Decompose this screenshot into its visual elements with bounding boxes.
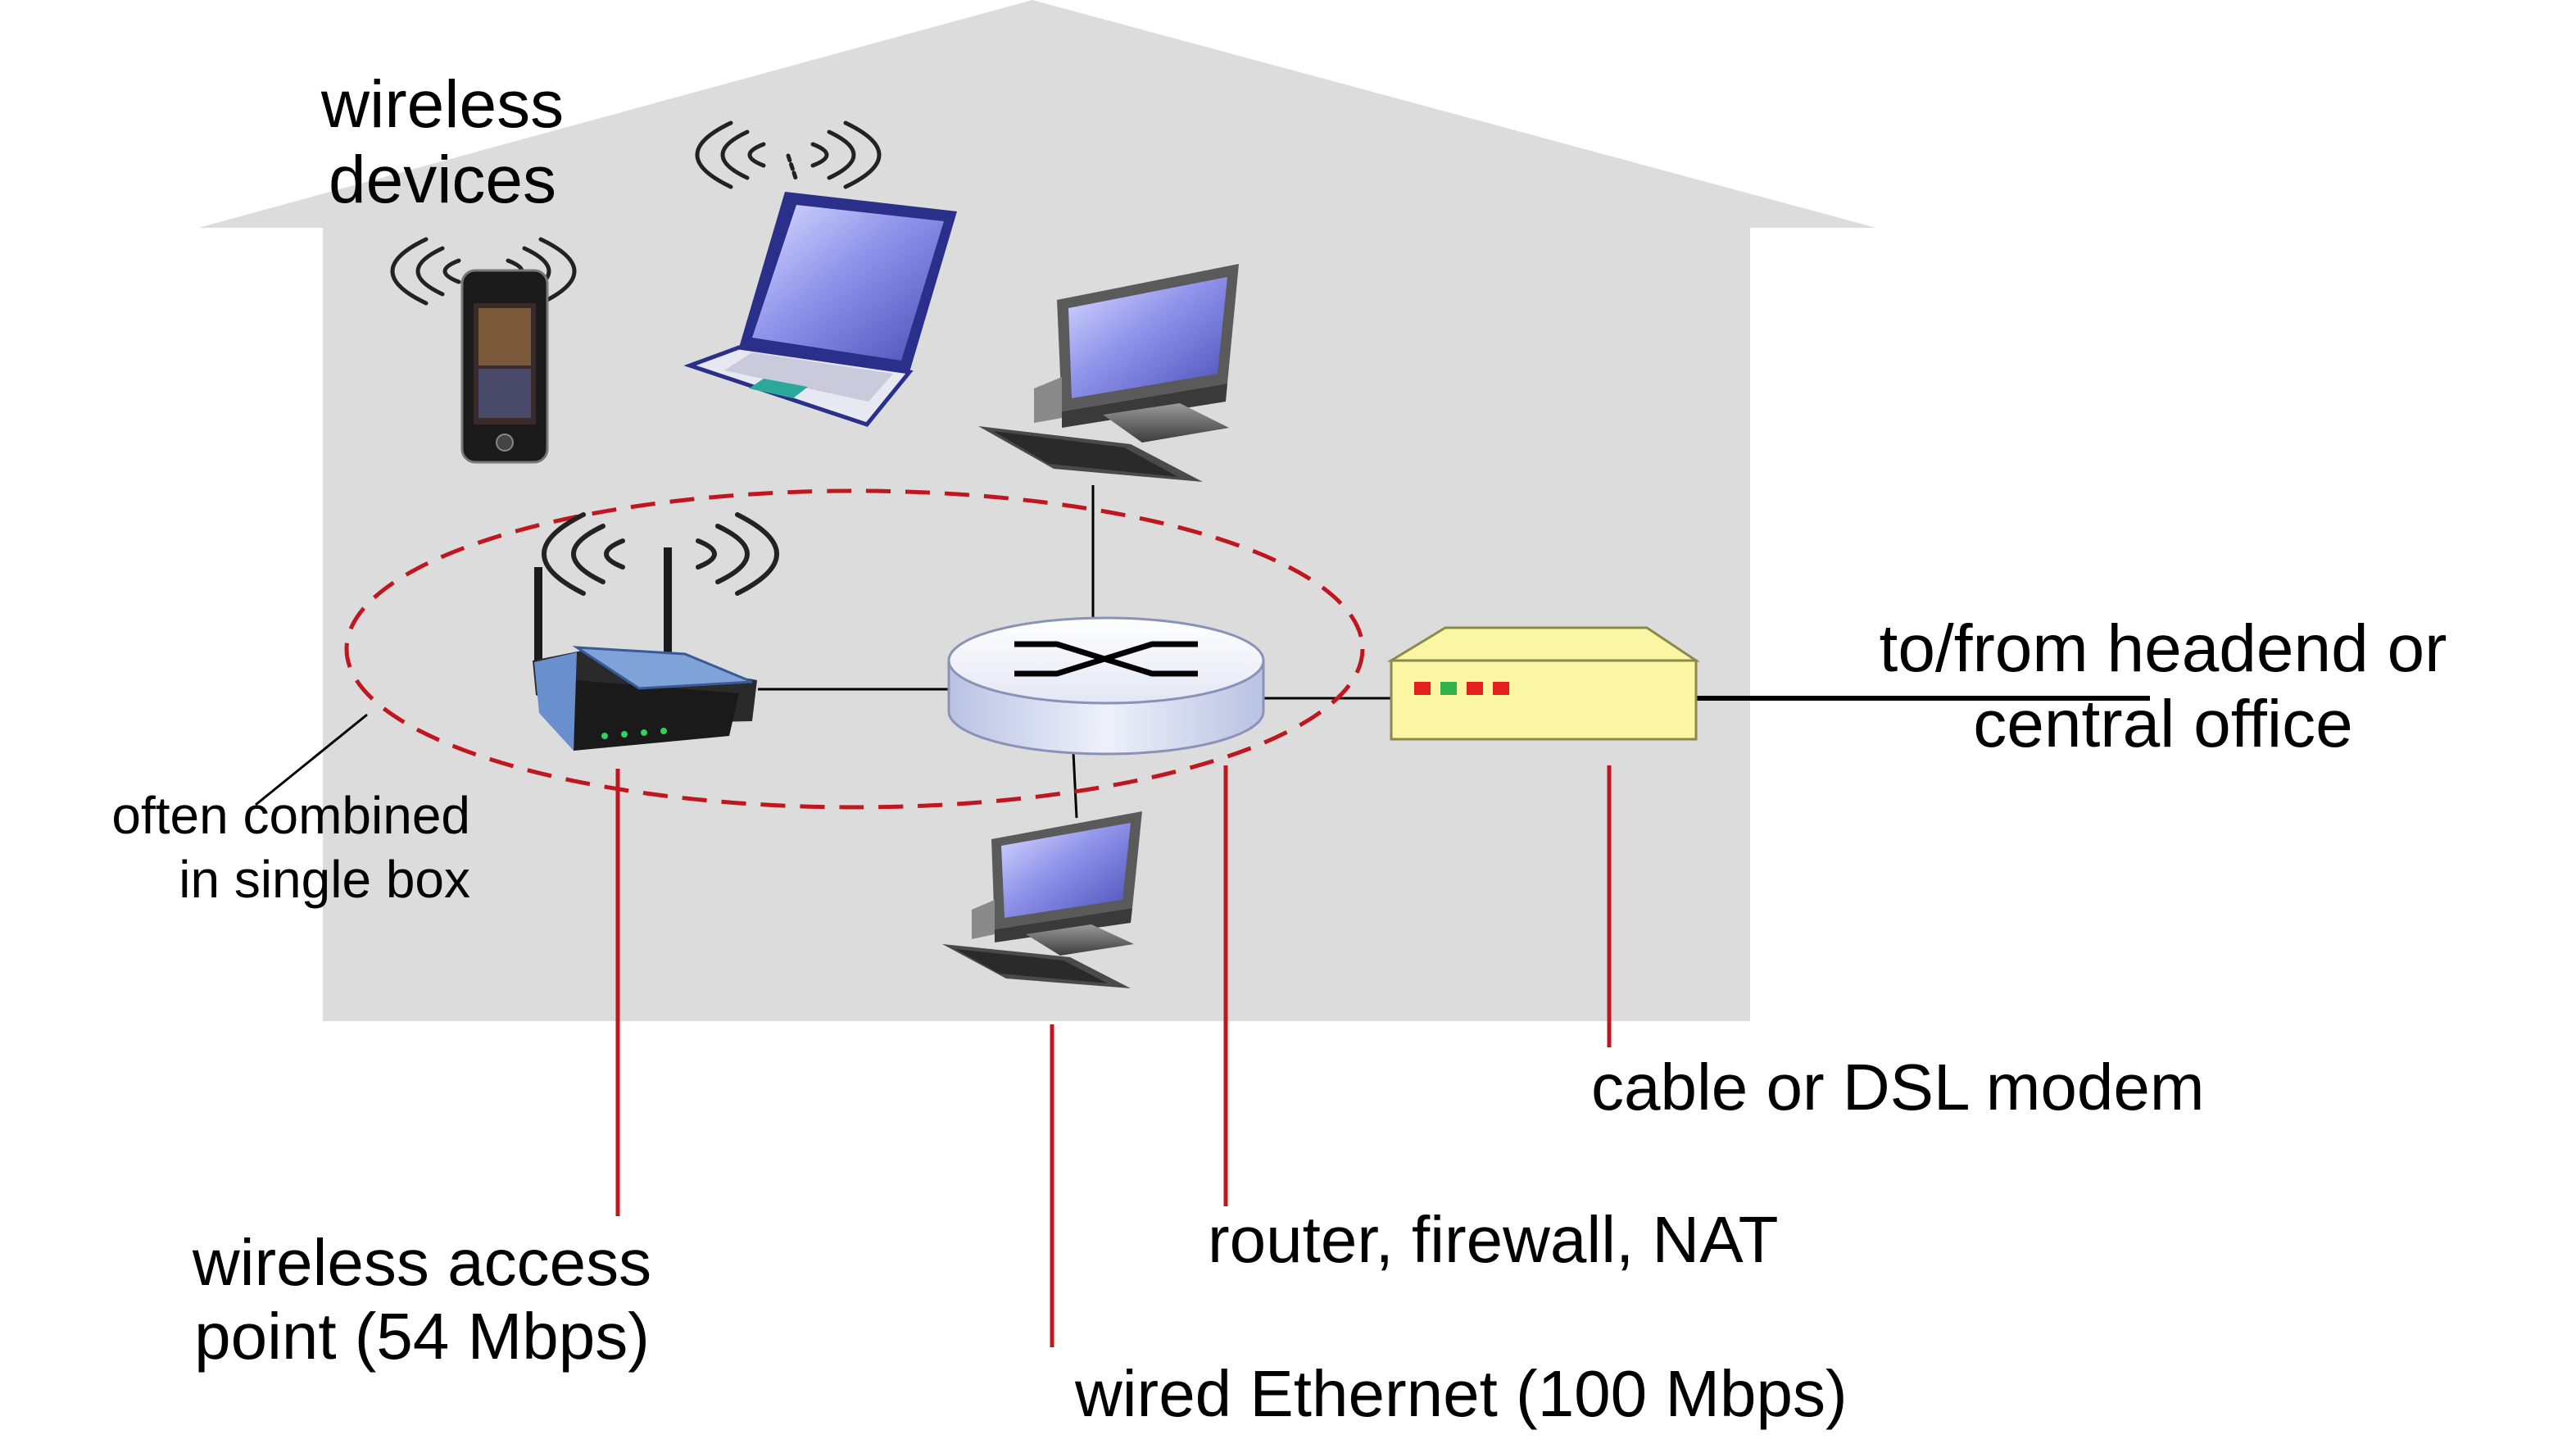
network-links — [758, 485, 2150, 819]
combined-box-ellipse — [344, 488, 1365, 810]
router-label: router, firewall, NAT — [1208, 1203, 1779, 1276]
access-point-label: wireless access point (54 Mbps) — [156, 1226, 688, 1373]
headend-line-2: central office — [1973, 686, 2353, 761]
access-point-line-2: point (54 Mbps) — [194, 1299, 650, 1373]
combined-line-1: often combined — [111, 786, 470, 845]
wifi-waves-icon — [542, 512, 779, 596]
headend-line-1: to/from headend or — [1879, 611, 2447, 686]
headend-label: to/from headend or central office — [1827, 611, 2499, 762]
desktop-computer-icon — [978, 264, 1239, 482]
wireless-devices-line-1: wireless — [320, 67, 565, 142]
smartphone-icon — [460, 269, 549, 464]
laptop-icon — [683, 192, 957, 427]
combined-pointer-line — [255, 713, 368, 806]
modem-label: cable or DSL modem — [1591, 1051, 2205, 1124]
combined-line-2: in single box — [179, 850, 470, 910]
router-switch-icon — [947, 616, 1265, 756]
wireless-router-icon — [533, 547, 757, 751]
cable-modem-icon — [1386, 626, 1700, 741]
link-router-desktop2 — [1072, 751, 1078, 819]
callout-lines — [615, 765, 1612, 1347]
house-shape — [198, 0, 1876, 1021]
access-point-line-1: wireless access — [192, 1226, 652, 1299]
wireless-devices-label: wireless devices — [295, 67, 590, 218]
combined-label: often combined in single box — [16, 783, 470, 911]
desktop-computer-icon — [942, 811, 1142, 988]
wireless-devices-line-2: devices — [328, 142, 557, 217]
ethernet-label: wired Ethernet (100 Mbps) — [1075, 1357, 1848, 1430]
wifi-waves-icon — [695, 120, 882, 189]
